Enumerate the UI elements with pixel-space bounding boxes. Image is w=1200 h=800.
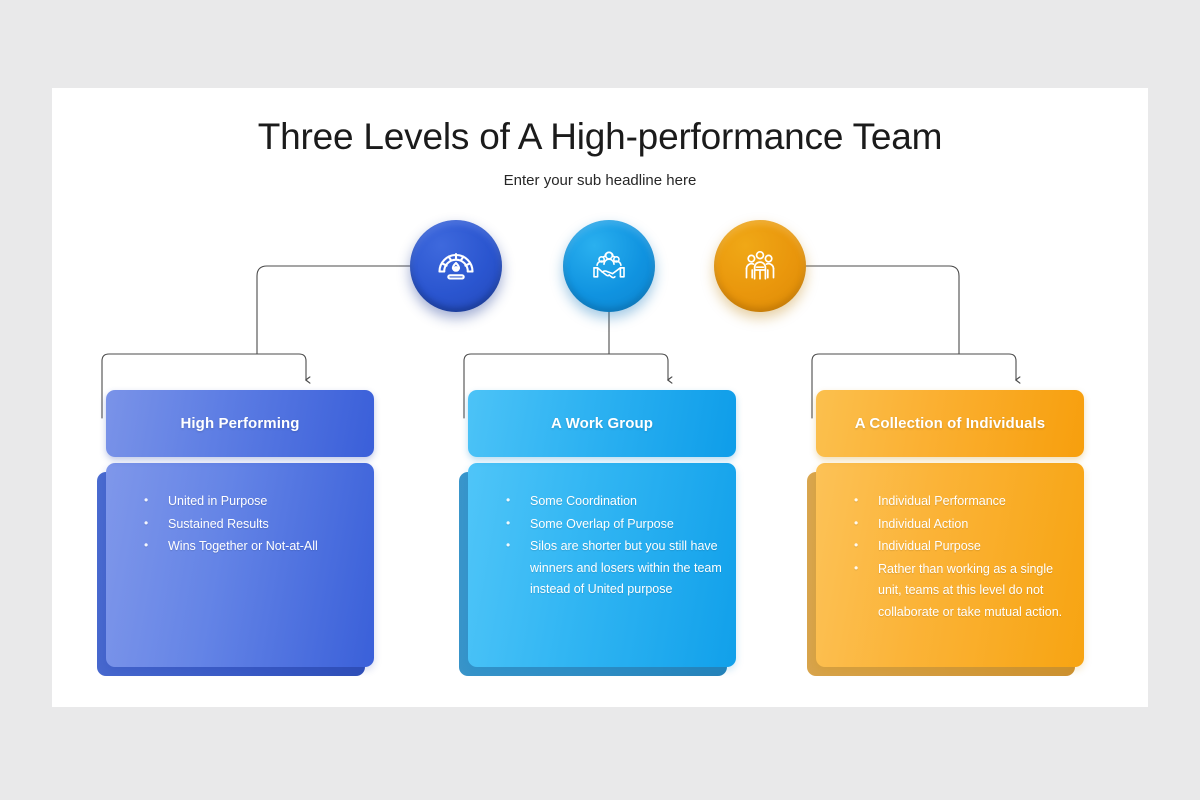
list-item: Wins Together or Not-at-All	[144, 535, 362, 558]
list-item: Individual Performance	[854, 490, 1072, 513]
page-title: Three Levels of A High-performance Team	[257, 116, 943, 157]
list-item: Individual Action	[854, 513, 1072, 536]
list-item: United in Purpose	[144, 490, 362, 513]
card-heading[interactable]: High Performing	[106, 390, 374, 457]
speedometer-gauge-icon	[438, 252, 474, 280]
card-body: United in Purpose Sustained Results Wins…	[106, 463, 374, 667]
handshake-teamwork-icon	[593, 251, 625, 279]
bullet-list: Individual Performance Individual Action…	[854, 490, 1072, 624]
card-heading[interactable]: A Work Group	[468, 390, 736, 457]
list-item: Sustained Results	[144, 513, 362, 536]
circle-disc	[410, 220, 502, 312]
card-body: Some Coordination Some Overlap of Purpos…	[468, 463, 736, 667]
icon-circle-high-performing[interactable]	[410, 220, 502, 312]
column-high-performing: High Performing United in Purpose Sustai…	[97, 390, 374, 676]
column-work-group: A Work Group Some Coordination Some Over…	[459, 390, 736, 676]
list-item: Silos are shorter but you still have win…	[506, 535, 724, 601]
bullet-list: United in Purpose Sustained Results Wins…	[144, 490, 362, 558]
list-item: Some Coordination	[506, 490, 724, 513]
icon-circle-work-group[interactable]	[563, 220, 655, 312]
circle-disc	[714, 220, 806, 312]
circle-disc	[563, 220, 655, 312]
list-item: Rather than working as a single unit, te…	[854, 558, 1072, 624]
card-heading[interactable]: A Collection of Individuals	[816, 390, 1084, 457]
group-of-people-icon	[745, 250, 775, 280]
slide-canvas: Three Levels of A High-performance Team …	[52, 88, 1148, 707]
page-subtitle: Enter your sub headline here	[503, 172, 697, 189]
list-item: Some Overlap of Purpose	[506, 513, 724, 536]
bullet-list: Some Coordination Some Overlap of Purpos…	[506, 490, 724, 601]
icon-circle-collection-of-individuals[interactable]	[714, 220, 806, 312]
column-collection-of-individuals: A Collection of Individuals Individual P…	[807, 390, 1084, 676]
list-item: Individual Purpose	[854, 535, 1072, 558]
card-body: Individual Performance Individual Action…	[816, 463, 1084, 667]
